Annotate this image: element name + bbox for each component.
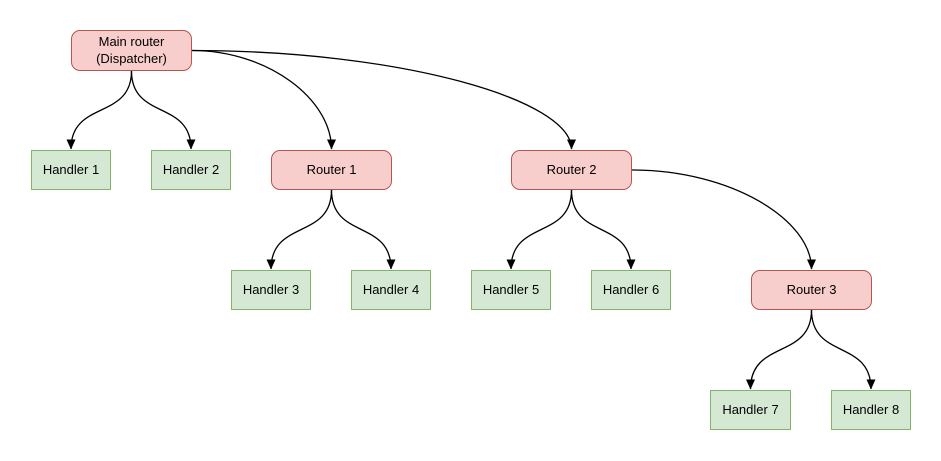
node-handler-8: Handler 8 — [831, 390, 911, 430]
edge-router-3-to-handler-8 — [810, 309, 876, 390]
node-handler-3: Handler 3 — [231, 270, 311, 310]
edge-router-1-to-handler-4 — [330, 189, 396, 270]
edge-main-router-to-router-2 — [191, 49, 576, 150]
node-router-1: Router 1 — [271, 150, 392, 190]
node-handler-1: Handler 1 — [31, 150, 111, 190]
node-router-2: Router 2 — [511, 150, 632, 190]
edge-router-3-to-handler-7 — [746, 309, 813, 390]
node-handler-5: Handler 5 — [471, 270, 551, 310]
node-handler-4: Handler 4 — [351, 270, 431, 310]
edge-router-2-to-handler-6 — [570, 189, 636, 270]
node-main-router: Main router (Dispatcher) — [71, 30, 192, 71]
edge-router-2-to-handler-5 — [506, 189, 573, 270]
edge-main-router-to-handler-2 — [130, 70, 196, 150]
node-handler-7: Handler 7 — [710, 390, 791, 430]
node-handler-2: Handler 2 — [151, 150, 231, 190]
edge-main-router-to-router-1 — [191, 49, 336, 150]
edge-router-1-to-handler-3 — [266, 189, 333, 270]
edge-main-router-to-handler-1 — [66, 70, 133, 150]
node-handler-6: Handler 6 — [591, 270, 671, 310]
node-router-3: Router 3 — [751, 270, 872, 310]
edge-router-2-to-router-3 — [631, 169, 816, 270]
